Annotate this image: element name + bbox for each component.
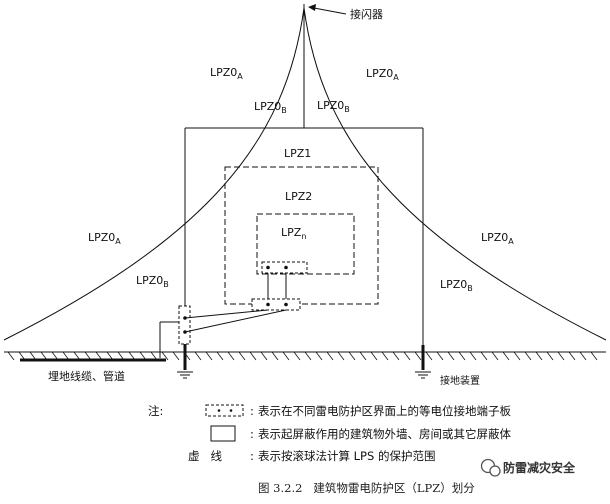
ground-hatch [205,351,213,361]
ground-hatch [524,351,532,361]
watermark-text: 防雷减灾安全 [503,460,576,475]
ground-hatch [337,351,345,361]
zone-label-lpzn: LPZn [281,226,306,241]
figure-caption: 图 3.2.2 建筑物雷电防护区（LPZ）划分 [258,481,475,495]
ground-hatch [359,351,367,361]
conductor [184,309,269,319]
ground-hatch [392,351,400,361]
ground-hatch [491,351,499,361]
zone-label-lpz0a-right-top: LPZ0A [366,67,399,82]
legend-separator-3: : [250,449,254,463]
legend-separator-1: : [250,404,254,418]
ground-hatch [513,351,521,361]
ground-hatch [403,351,411,361]
ground-hatch [161,351,169,361]
ground-hatch [238,351,246,361]
lpz1-boundary [224,166,379,305]
legend-symbol-dashed-line: 虚 线 [188,449,222,463]
ground-hatch [194,351,202,361]
buried-cables-label: 埋地线缆、管道 [48,369,125,383]
ground-hatch [557,351,565,361]
legend-heading: 注: [148,404,163,418]
ground-hatch [502,351,510,361]
ground-hatch [7,351,15,361]
protection-curve-right [303,7,607,341]
ground-hatch [425,351,433,361]
zone-label-lpz0b-right-low: LPZ0B [440,278,473,293]
ground-hatch [480,351,488,361]
ground-hatch [315,351,323,361]
ground-hatch [249,351,257,361]
bonding-point [266,265,270,270]
legend-symbol-shield-box [210,425,236,442]
ground-hatch [414,351,422,361]
ground-hatch [227,351,235,361]
protection-curve-left [3,7,305,341]
air-terminal-arrowhead [308,4,316,11]
air-terminal-pointer [313,7,347,15]
bonding-bar-middle [251,298,301,311]
ground-hatch [304,351,312,361]
ground-hatch [172,351,180,361]
ground-hatching [7,351,598,361]
bonding-bar-outer [178,305,191,345]
zone-label-lpz0b-right-top: LPZ0B [317,99,350,114]
ground-hatch [271,351,279,361]
ground-hatch [293,351,301,361]
lpz2-boundary [256,213,355,275]
legend-dot [229,409,233,412]
zone-label-lpz0a-left-mid: LPZ0A [88,231,121,246]
legend-text-bonding-terminal: 表示在不同雷电防护区界面上的等电位接地端子板 [258,404,511,418]
zone-label-lpz2: LPZ2 [285,190,312,203]
zone-label-lpz0b-left-top: LPZ0B [254,100,287,115]
ground-hatch [546,351,554,361]
ground-hatch [348,351,356,361]
ground-hatch [535,351,543,361]
watermark: 防雷减灾安全 [480,458,576,477]
ground-hatch [579,351,587,361]
air-terminal-label: 接闪器 [350,7,383,21]
conductor [184,309,287,333]
earthing-device-label: 接地装置 [440,374,480,387]
ground-hatch [436,351,444,361]
wechat-icon-bubble [489,465,501,477]
legend-symbol-bonding-terminal [205,404,244,417]
bonding-point [284,265,288,270]
ground-hatch [326,351,334,361]
legend-dot [217,409,221,412]
ground-hatch [447,351,455,361]
zone-label-lpz0b-left-low: LPZ0B [136,274,169,289]
ground-hatch [216,351,224,361]
zone-label-lpz1: LPZ1 [284,147,311,160]
ground-hatch [282,351,290,361]
bonding-point [284,302,288,307]
legend-text-shield-box: 表示起屏蔽作用的建筑物外墙、房间或其它屏蔽体 [258,427,511,441]
legend-text-dashed-line: 表示按滚球法计算 LPS 的保护范围 [258,449,435,463]
ground-hatch [568,351,576,361]
ground-hatch [469,351,477,361]
legend-separator-2: : [250,427,254,441]
zone-label-lpz0a-right-mid: LPZ0A [481,231,514,246]
ground-hatch [381,351,389,361]
ground-hatch [458,351,466,361]
zone-label-lpz0a-left-top: LPZ0A [210,66,243,81]
ground-hatch [370,351,378,361]
bonding-point [266,302,270,307]
ground-hatch [590,351,598,361]
ground-hatch [260,351,268,361]
